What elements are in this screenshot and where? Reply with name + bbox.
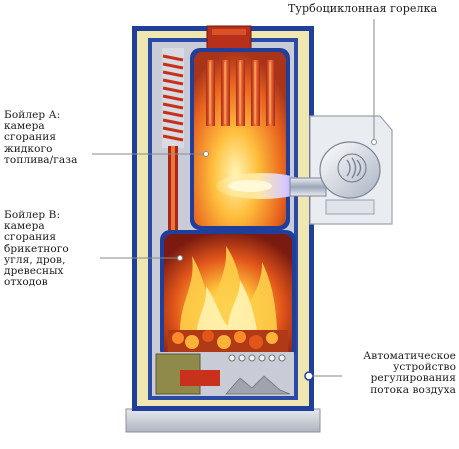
ash-pit	[152, 352, 294, 396]
base-plinth	[125, 408, 321, 433]
pointer-dot-boiler-a	[203, 151, 209, 157]
heat-tubes	[206, 60, 275, 126]
heat-exchanger-coil	[162, 48, 184, 148]
ash-door-handle	[180, 370, 220, 386]
leader-lines	[92, 19, 375, 377]
pointer-dot-burner	[371, 139, 377, 145]
label-boiler-b: Бойлер В: камера сгорания брикетного угл…	[4, 209, 69, 289]
grate-bars	[228, 354, 286, 362]
air-control-valve	[304, 371, 314, 381]
label-burner: Турбоциклонная горелка	[288, 2, 438, 15]
chamber-a	[190, 48, 308, 230]
ash-pile	[225, 375, 291, 395]
label-air-control: Автоматическое устройство регулирования …	[363, 350, 456, 396]
fire-flames	[179, 246, 278, 340]
ash-door	[155, 353, 201, 395]
burner-nozzle	[289, 177, 327, 197]
coal-bed	[168, 330, 288, 352]
pointer-dot-boiler-b	[177, 255, 183, 261]
label-boiler-a: Бойлер А: камера сгорания жидкого топлив…	[4, 109, 78, 166]
chamber-b	[160, 230, 296, 360]
